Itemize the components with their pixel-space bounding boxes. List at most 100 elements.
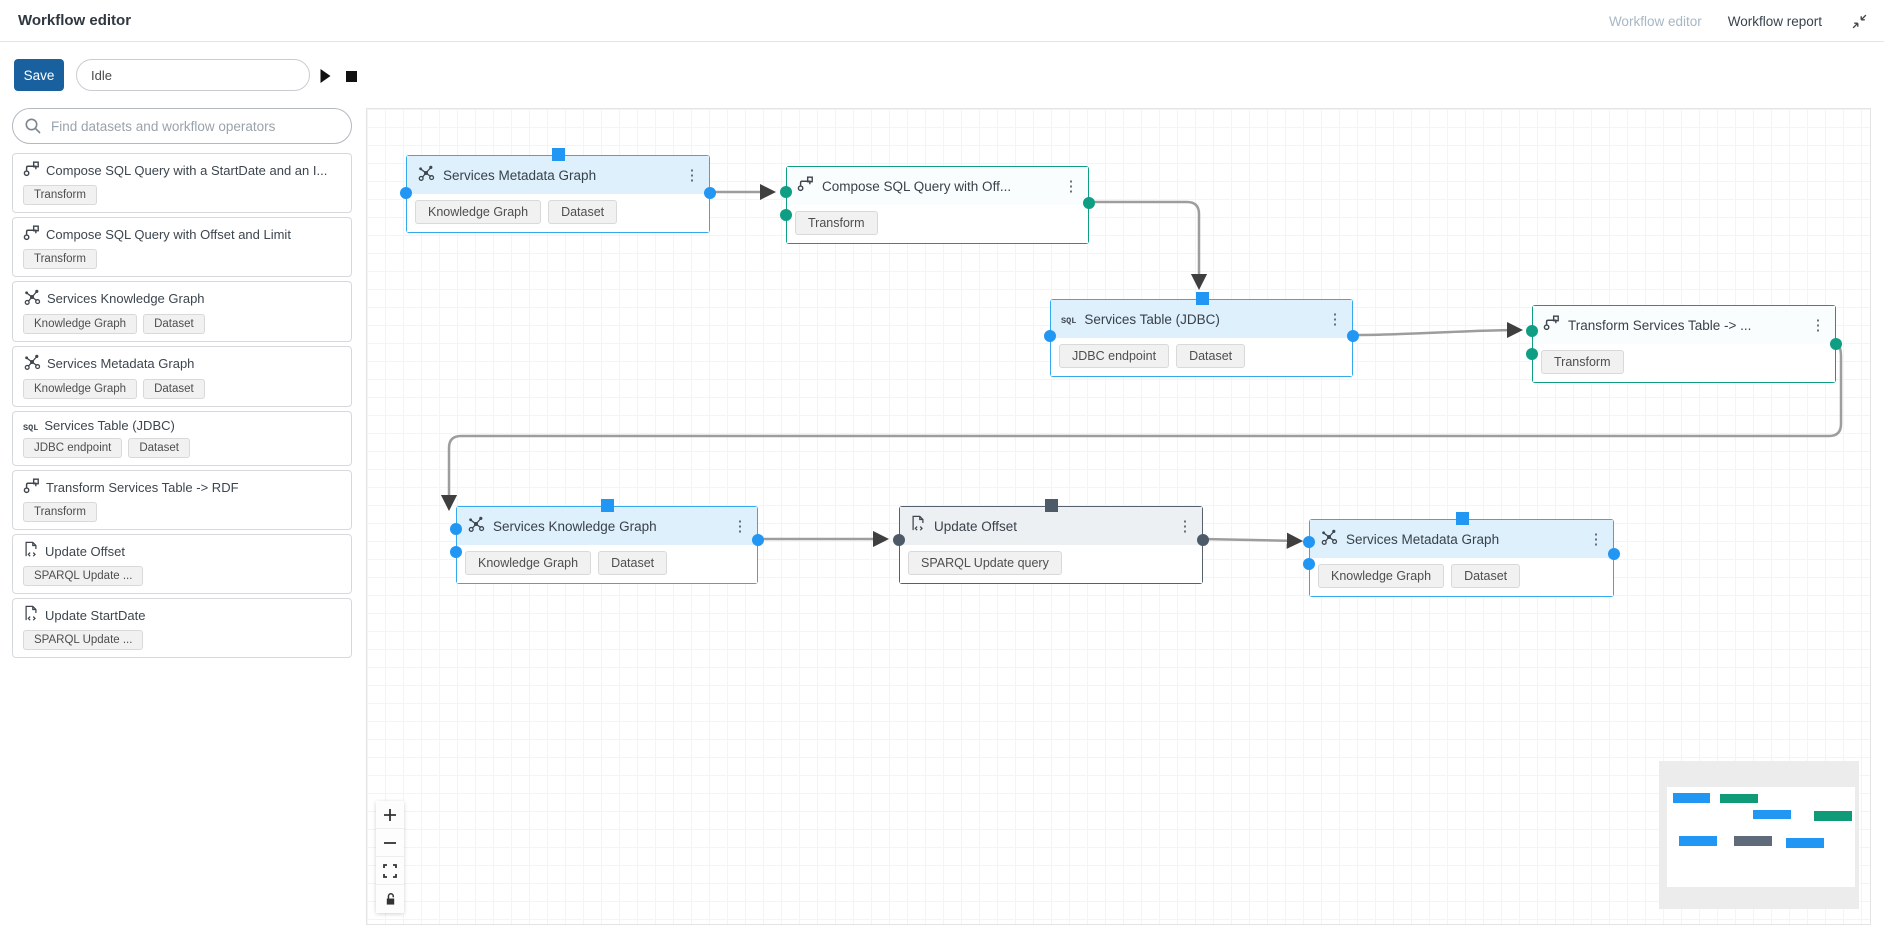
node-tag-chip: Dataset <box>548 200 618 224</box>
zoom-in-button[interactable] <box>376 801 404 829</box>
knowledge-graph-icon <box>23 353 41 374</box>
operator-card[interactable]: Compose SQL Query with a StartDate and a… <box>12 153 352 213</box>
dependency-handle[interactable] <box>1195 292 1209 305</box>
tab-workflow-editor: Workflow editor <box>1608 13 1702 29</box>
output-handle[interactable] <box>1830 338 1842 350</box>
node-tag-chip: Transform <box>795 211 878 235</box>
collapse-icon[interactable] <box>1848 10 1870 32</box>
tag-chip: Knowledge Graph <box>23 314 138 334</box>
minimap-node <box>1679 836 1717 846</box>
workflow-node[interactable]: Services Knowledge Graph⋮Knowledge Graph… <box>450 499 764 584</box>
input-handle[interactable] <box>1526 348 1538 360</box>
sparql-icon <box>23 605 39 625</box>
search-input[interactable] <box>51 109 341 143</box>
workflow-edge <box>1089 200 1208 291</box>
node-menu-button[interactable]: ⋮ <box>684 166 700 184</box>
node-menu-button[interactable]: ⋮ <box>1588 530 1604 548</box>
node-title: Services Metadata Graph <box>1346 531 1500 547</box>
dependency-handle[interactable] <box>1455 512 1469 525</box>
input-handle[interactable] <box>1303 536 1315 548</box>
tag-chip: JDBC endpoint <box>23 438 123 458</box>
sql-icon: SQL <box>1061 316 1077 326</box>
node-tag-chip: Knowledge Graph <box>465 551 592 575</box>
node-tag-chip: Knowledge Graph <box>1318 564 1445 588</box>
workflow-edge <box>1352 321 1524 339</box>
node-menu-button[interactable]: ⋮ <box>1177 517 1193 535</box>
node-menu-button[interactable]: ⋮ <box>1327 310 1343 328</box>
stop-workflow-button[interactable] <box>340 65 362 87</box>
operator-label: Services Table (JDBC) <box>44 418 175 433</box>
zoom-out-button[interactable] <box>376 829 404 857</box>
input-handle[interactable] <box>1303 558 1315 570</box>
workflow-node[interactable]: Update Offset ⋮ SPARQL Update query <box>893 499 1209 584</box>
dependency-handle[interactable] <box>1045 499 1058 512</box>
minimap-node <box>1814 811 1852 821</box>
tag-chip: Knowledge Graph <box>23 379 138 399</box>
output-handle[interactable] <box>1608 548 1620 560</box>
minimap-node <box>1753 810 1791 819</box>
transform-icon <box>23 160 40 180</box>
input-handle[interactable] <box>1044 330 1056 342</box>
fit-view-button[interactable] <box>376 857 404 885</box>
minimap[interactable] <box>1659 761 1859 909</box>
node-title: Update Offset <box>934 518 1018 534</box>
node-tag-chip: SPARQL Update query <box>908 551 1062 575</box>
workflow-node[interactable]: Transform Services Table -> ...⋮Transfor… <box>1526 305 1842 383</box>
knowledge-graph-icon <box>1320 528 1338 551</box>
tag-chip: Transform <box>23 185 97 205</box>
node-tag-chip: Dataset <box>1451 564 1521 588</box>
input-handle[interactable] <box>780 186 792 198</box>
transform-icon <box>23 477 40 497</box>
dependency-handle[interactable] <box>552 148 565 161</box>
tab-workflow-report[interactable]: Workflow report <box>1727 13 1822 29</box>
input-handle[interactable] <box>1526 325 1538 337</box>
operator-label: Update Offset <box>45 543 125 559</box>
workflow-node[interactable]: Compose SQL Query with Off...⋮Transform <box>780 166 1095 244</box>
minimap-node <box>1720 794 1758 803</box>
dependency-handle[interactable] <box>601 499 614 512</box>
input-handle[interactable] <box>780 209 792 221</box>
node-menu-button[interactable]: ⋮ <box>1810 316 1826 334</box>
input-handle[interactable] <box>893 534 905 546</box>
node-menu-button[interactable]: ⋮ <box>732 517 748 535</box>
header-nav: Workflow editor Workflow report <box>1609 0 1870 42</box>
minimap-node <box>1734 836 1772 846</box>
output-handle[interactable] <box>704 187 716 199</box>
node-menu-button[interactable]: ⋮ <box>1063 177 1079 195</box>
workflow-edge <box>1202 532 1304 549</box>
knowledge-graph-icon <box>23 288 41 309</box>
save-button[interactable]: Save <box>14 59 64 91</box>
output-handle[interactable] <box>1197 534 1209 546</box>
run-workflow-button[interactable] <box>314 65 336 87</box>
node-tag-chip: JDBC endpoint <box>1059 344 1170 368</box>
operator-label: Services Knowledge Graph <box>47 291 205 306</box>
sql-icon: SQL <box>23 423 39 433</box>
output-handle[interactable] <box>1347 330 1359 342</box>
output-handle[interactable] <box>752 534 764 546</box>
tag-chip: Transform <box>23 249 97 269</box>
lock-button[interactable] <box>376 885 404 913</box>
input-handle[interactable] <box>450 523 462 535</box>
operator-label: Update StartDate <box>45 607 146 623</box>
tag-chip: SPARQL Update ... <box>23 630 144 650</box>
minimap-node <box>1673 793 1710 803</box>
output-handle[interactable] <box>1083 197 1095 209</box>
input-handle[interactable] <box>400 187 412 199</box>
operator-label: Compose SQL Query with a StartDate and a… <box>46 162 328 178</box>
workflow-status-field[interactable] <box>76 59 310 91</box>
node-title: Services Table (JDBC) <box>1084 311 1220 327</box>
transform-icon <box>1543 314 1560 336</box>
node-tag-chip: Knowledge Graph <box>415 200 542 224</box>
input-handle[interactable] <box>450 546 462 558</box>
